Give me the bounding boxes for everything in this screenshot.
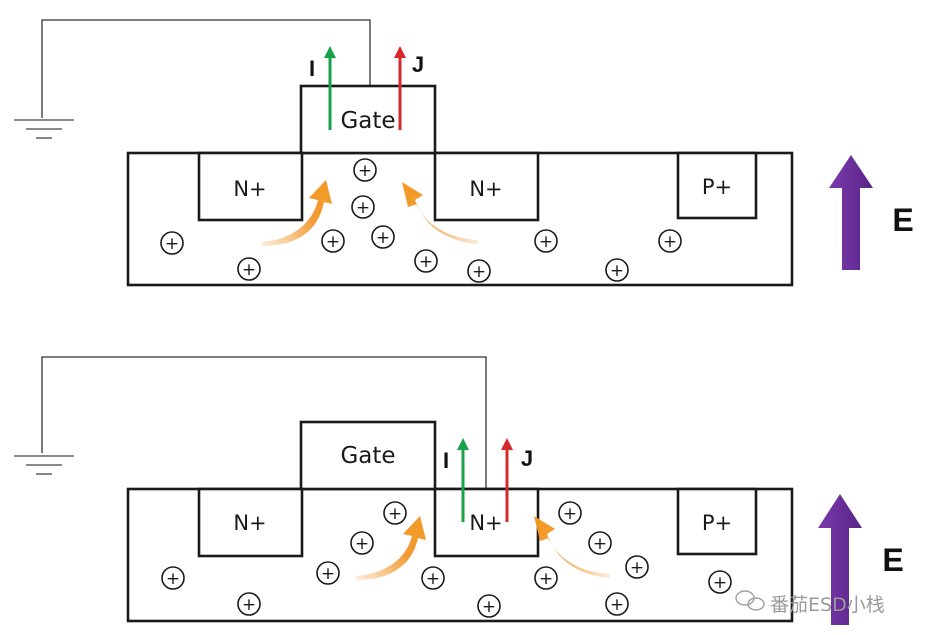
hole-charge-symbol: + (610, 595, 624, 615)
watermark: 番茄ESD小栈 (735, 590, 885, 616)
current-j-arrowhead-icon (394, 46, 406, 58)
n-plus-right (433, 151, 540, 222)
hole-charge-icon: + (414, 249, 438, 273)
hole-charge-icon: + (625, 555, 649, 579)
hole-charge-icon: + (605, 258, 629, 282)
hole-charge-icon: + (383, 501, 407, 525)
current-j-arrowhead-icon (501, 438, 513, 450)
current-j-label: J (412, 52, 424, 77)
hole-charge-symbol: + (376, 228, 390, 248)
current-i-arrowhead-icon (457, 438, 469, 450)
panel-bottom: Gate N+ N+ P+ I J E + + + + + + + + + + + + + (14, 356, 904, 625)
hole-charge-symbol: + (593, 534, 607, 554)
hole-charge-symbol: + (539, 569, 553, 589)
p-plus-contact (676, 151, 758, 220)
gate (299, 420, 437, 491)
hole-charge-icon: + (237, 257, 261, 281)
hole-charge-icon: + (558, 501, 582, 525)
panel-top: Gate N+ N+ P+ I J E + + + + + + + + + + + (14, 19, 914, 287)
hole-charge-icon: + (708, 570, 732, 594)
p-plus-label: P+ (702, 175, 732, 199)
hole-charge-icon: + (658, 229, 682, 253)
hole-charge-symbol: + (419, 252, 433, 272)
n-plus-right-label: N+ (469, 177, 502, 201)
p-plus-contact (676, 487, 758, 556)
hole-charge-icon: + (477, 594, 501, 618)
hole-charge-symbol: + (321, 564, 335, 584)
current-i-label: I (443, 448, 449, 473)
gate-label: Gate (340, 443, 395, 469)
hole-charge-symbol: + (166, 569, 180, 589)
field-label: E (882, 542, 903, 578)
n-plus-left (197, 487, 304, 558)
ground-wire (41, 356, 487, 490)
hole-charge-symbol: + (355, 534, 369, 554)
ground-symbol-icon (14, 119, 74, 139)
hole-charge-symbol: + (165, 234, 179, 254)
hole-charge-icon: + (534, 229, 558, 253)
hole-charge-symbol: + (242, 260, 256, 280)
hole-charge-icon: + (467, 259, 491, 283)
flow-arrow-right-icon (534, 516, 610, 578)
hole-charge-symbol: + (713, 573, 727, 593)
n-plus-right-label: N+ (469, 511, 502, 535)
n-plus-left-label: N+ (233, 511, 266, 535)
hole-charge-icon: + (588, 531, 612, 555)
hole-charge-icon: + (350, 531, 374, 555)
hole-charge-icon: + (160, 231, 184, 255)
hole-charge-icon: + (161, 566, 185, 590)
gate-label: Gate (340, 108, 395, 134)
field-arrow-icon (818, 494, 862, 625)
n-plus-left (197, 151, 304, 222)
hole-charge-icon: + (316, 561, 340, 585)
flow-arrow-left-icon (356, 516, 426, 580)
hole-charge-icon: + (351, 195, 375, 219)
hole-charge-symbol: + (630, 558, 644, 578)
current-i-arrowhead-icon (324, 46, 336, 58)
hole-charge-icon: + (421, 566, 445, 590)
p-plus-label: P+ (702, 511, 732, 535)
hole-charge-symbol: + (663, 232, 677, 252)
hole-charge-symbol: + (426, 569, 440, 589)
field-arrow-icon (829, 155, 873, 270)
wechat-logo-icon (735, 590, 765, 611)
current-j-label: J (521, 446, 533, 471)
gate (299, 84, 437, 155)
hole-charge-icon: + (321, 229, 345, 253)
hole-charge-icon: + (371, 225, 395, 249)
hole-charge-icon: + (605, 592, 629, 616)
flow-arrow-left-icon (262, 180, 332, 246)
hole-charge-symbol: + (388, 504, 402, 524)
hole-charges: + + + + + + + + + + + + + (161, 501, 732, 618)
n-plus-left-label: N+ (233, 177, 266, 201)
field-label: E (892, 202, 913, 238)
hole-charge-icon: + (353, 158, 377, 182)
flow-arrow-right-icon (402, 182, 478, 244)
hole-charge-symbol: + (356, 198, 370, 218)
hole-charge-symbol: + (482, 597, 496, 617)
n-plus-right (433, 487, 540, 558)
hole-charges: + + + + + + + + + + + (160, 158, 682, 283)
hole-charge-symbol: + (358, 161, 372, 181)
hole-charge-symbol: + (326, 232, 340, 252)
ground-symbol-icon (14, 455, 74, 475)
hole-charge-symbol: + (563, 504, 577, 524)
hole-charge-icon: + (534, 566, 558, 590)
hole-charge-icon: + (237, 592, 261, 616)
hole-charge-symbol: + (539, 232, 553, 252)
hole-charge-symbol: + (242, 595, 256, 615)
hole-charge-symbol: + (472, 262, 486, 282)
current-i-label: I (309, 56, 315, 81)
watermark-text: 番茄ESD小栈 (770, 594, 885, 616)
hole-charge-symbol: + (610, 261, 624, 281)
ground-wire (41, 19, 371, 118)
